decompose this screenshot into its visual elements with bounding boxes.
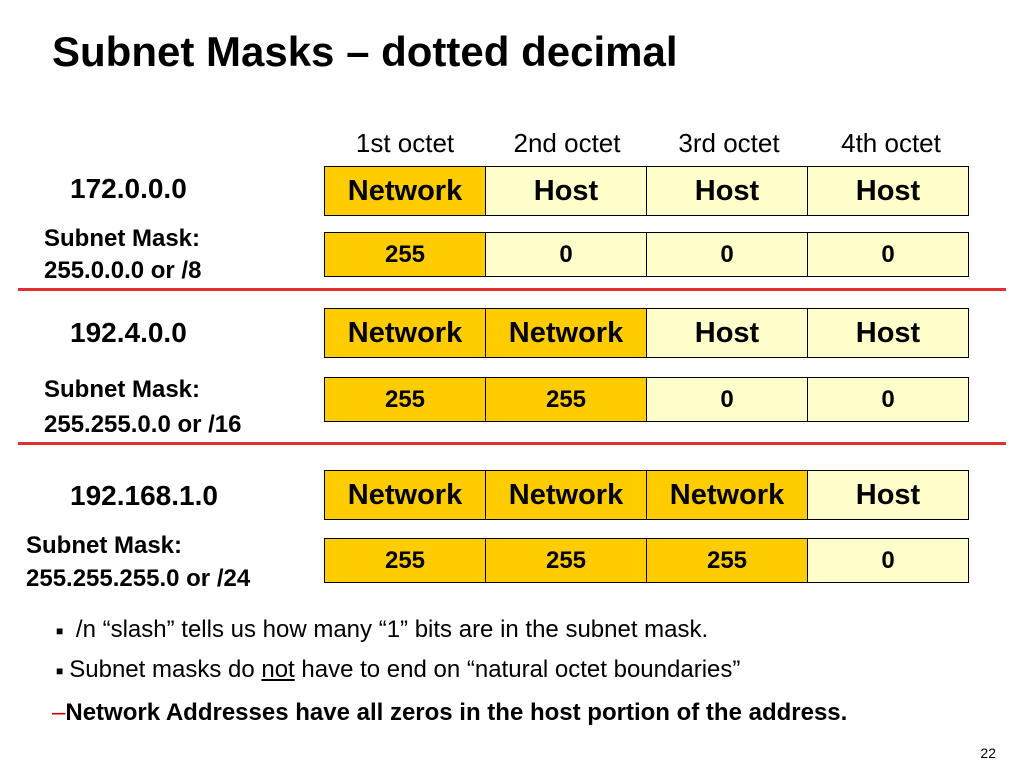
octet-role-cell: Network xyxy=(485,308,647,358)
bullet-text-pre: Subnet masks do xyxy=(69,656,262,683)
mask-value-cell: 255 xyxy=(485,538,647,583)
address-label: 172.0.0.0 xyxy=(70,173,187,204)
mask-value-cell: 0 xyxy=(646,377,808,422)
subnet-mask-label: Subnet Mask: xyxy=(44,225,201,252)
subnet-mask-value-label: 255.255.255.0 or /24 xyxy=(26,565,251,592)
mask-value-cell: 255 xyxy=(324,377,486,422)
octet-role-cell: Network xyxy=(324,470,486,520)
subnet-mask-value-label: 255.255.0.0 or /16 xyxy=(44,411,242,438)
octet-role-cell: Network xyxy=(646,470,808,520)
mask-value-cell: 0 xyxy=(807,538,969,583)
page-number: 22 xyxy=(980,745,996,761)
octet-role-cell: Host xyxy=(485,166,647,216)
octet-role-cell: Host xyxy=(646,308,808,358)
dash-marker: – xyxy=(52,699,66,726)
mask-value-row: 255 255 0 0 xyxy=(324,377,972,422)
octet-role-row: Network Network Network Host xyxy=(324,470,972,520)
divider-line xyxy=(18,288,1006,291)
octet-role-cell: Host xyxy=(807,166,969,216)
octet-header-2: 2nd octet xyxy=(513,128,621,158)
slide-title: Subnet Masks – dotted decimal xyxy=(52,28,678,75)
address-label: 192.4.0.0 xyxy=(70,317,187,348)
octet-role-cell: Host xyxy=(807,470,969,520)
divider-line xyxy=(18,442,1006,445)
mask-value-cell: 255 xyxy=(324,232,486,277)
bullet-octet-boundaries: ■ Subnet masks do not have to end on “nat… xyxy=(56,655,740,686)
octet-role-row: Network Host Host Host xyxy=(324,166,972,216)
subnet-mask-value-label: 255.0.0.0 or /8 xyxy=(44,257,202,284)
octet-role-cell: Network xyxy=(324,308,486,358)
octet-header-4: 4th octet xyxy=(841,128,941,158)
square-bullet-icon: ■ xyxy=(56,663,64,678)
mask-value-row: 255 0 0 0 xyxy=(324,232,972,277)
octet-role-cell: Host xyxy=(646,166,808,216)
subnet-mask-label: Subnet Mask: xyxy=(26,532,183,559)
bullet-text-emphasis: not xyxy=(261,656,295,683)
mask-value-cell: 0 xyxy=(646,232,808,277)
square-bullet-icon: ■ xyxy=(56,623,64,638)
mask-value-cell: 0 xyxy=(807,232,969,277)
bullet-slash-notation: ■ /n “slash” tells us how many “1” bits … xyxy=(56,615,708,646)
octet-role-row: Network Network Host Host xyxy=(324,308,972,358)
note-text: Network Addresses have all zeros in the … xyxy=(65,699,848,726)
address-label: 192.168.1.0 xyxy=(70,480,218,511)
octet-role-cell: Host xyxy=(807,308,969,358)
bullet-text: /n “slash” tells us how many “1” bits ar… xyxy=(75,616,709,643)
octet-header-1: 1st octet xyxy=(355,128,455,158)
mask-value-cell: 255 xyxy=(646,538,808,583)
octet-role-cell: Network xyxy=(324,166,486,216)
octet-header-3: 3rd octet xyxy=(678,128,780,158)
mask-value-row: 255 255 255 0 xyxy=(324,538,972,583)
network-address-note: –Network Addresses have all zeros in the… xyxy=(52,696,932,729)
mask-value-cell: 255 xyxy=(485,377,647,422)
bullet-text-post: have to end on “natural octet boundaries… xyxy=(294,656,741,683)
mask-value-cell: 0 xyxy=(485,232,647,277)
octet-role-cell: Network xyxy=(485,470,647,520)
mask-value-cell: 255 xyxy=(324,538,486,583)
mask-value-cell: 0 xyxy=(807,377,969,422)
subnet-mask-label: Subnet Mask: xyxy=(44,376,201,403)
